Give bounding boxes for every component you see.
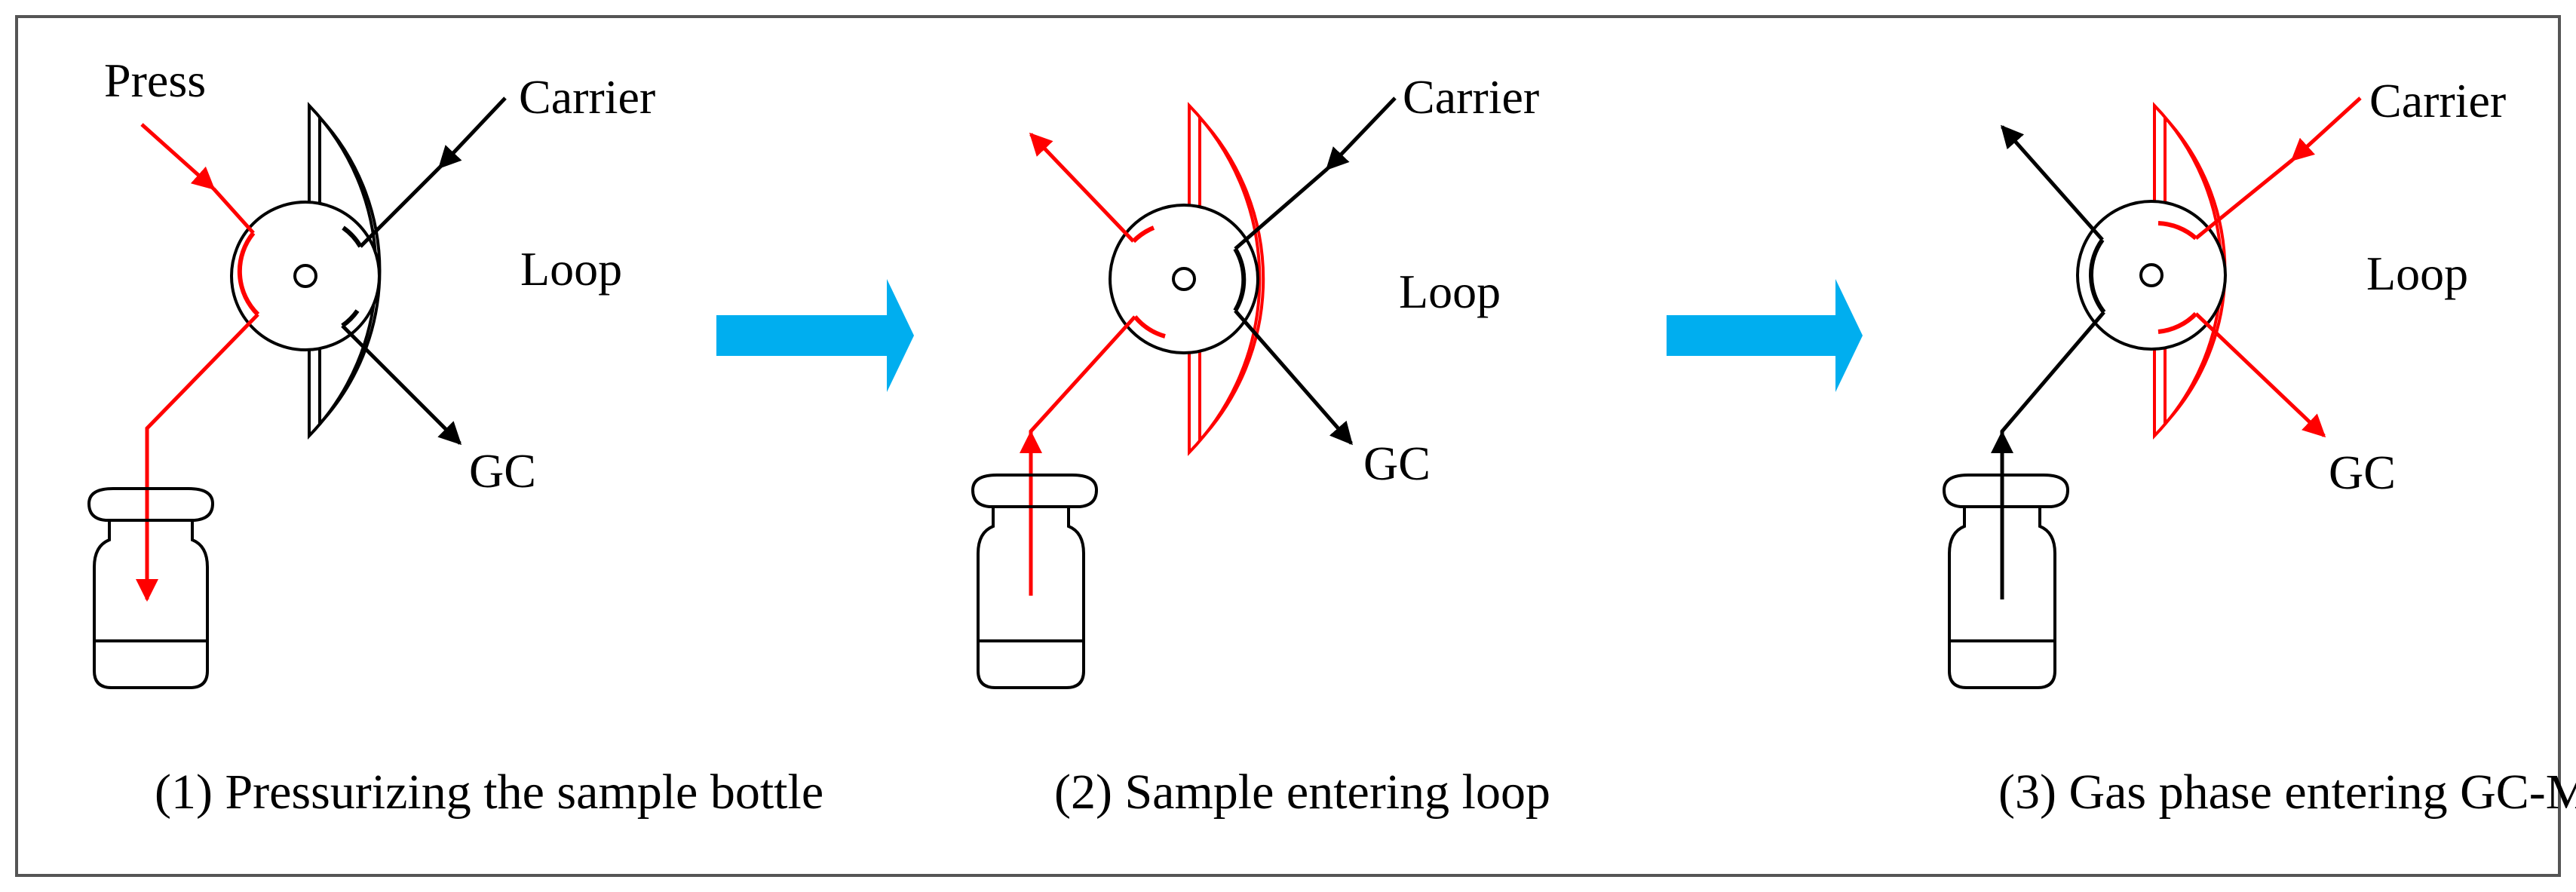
carrier-to-valve-line — [359, 166, 441, 248]
carrier-to-valve-line — [1234, 167, 1329, 250]
loop-coil — [1188, 102, 1265, 456]
vent-outlet-arrow — [2001, 124, 2104, 241]
gc-outlet-arrow — [2194, 312, 2326, 438]
panel-caption: (2) Sample entering loop — [1054, 765, 1550, 820]
figure-frame — [15, 15, 2561, 877]
rotary-valve — [230, 201, 381, 351]
carrier-inlet-arrow — [1325, 97, 1397, 171]
rotary-valve — [2076, 200, 2227, 351]
carrier-label: Carrier — [2369, 74, 2506, 127]
needle-flow-line — [145, 313, 259, 528]
loop-label: Loop — [2366, 247, 2468, 300]
panel-2: Carrier Loop GC (2) Sample entering loop — [971, 70, 1550, 820]
panel-caption: (3) Gas phase entering GC-MS — [1998, 765, 2576, 820]
carrier-to-valve-line — [2194, 158, 2294, 240]
rotary-valve — [1109, 204, 1259, 354]
loop-label: Loop — [520, 242, 622, 296]
press-inlet-arrow — [140, 123, 216, 191]
carrier-label: Carrier — [1403, 70, 1539, 124]
panel-3: Carrier Loop GC (3) Gas phase entering G… — [1942, 74, 2576, 820]
carrier-inlet-arrow — [437, 97, 507, 170]
gc-label: GC — [1363, 437, 1431, 490]
sample-to-valve-line — [1029, 315, 1136, 520]
press-label: Press — [104, 54, 206, 107]
carrier-inlet-arrow — [2290, 97, 2362, 162]
gc-outlet-arrow — [1234, 309, 1353, 446]
panel-1: Press Carrier Loop GC (1) Pressurizing t… — [87, 54, 823, 820]
carrier-label: Carrier — [519, 70, 655, 124]
sample-vial — [1942, 474, 2070, 689]
vial-to-valve-line — [2000, 311, 2105, 520]
vent-outlet-arrow — [1029, 132, 1135, 243]
sample-vial — [971, 474, 1099, 689]
transition-arrow-2 — [1667, 279, 1863, 392]
gc-label: GC — [469, 444, 536, 498]
gc-label: GC — [2329, 446, 2396, 499]
loop-label: Loop — [1399, 265, 1501, 318]
sample-vial — [87, 487, 215, 689]
press-to-valve-line — [212, 187, 255, 234]
transition-arrow-1 — [716, 279, 914, 392]
panel-caption: (1) Pressurizing the sample bottle — [155, 765, 823, 820]
gc-outlet-arrow — [341, 324, 462, 446]
